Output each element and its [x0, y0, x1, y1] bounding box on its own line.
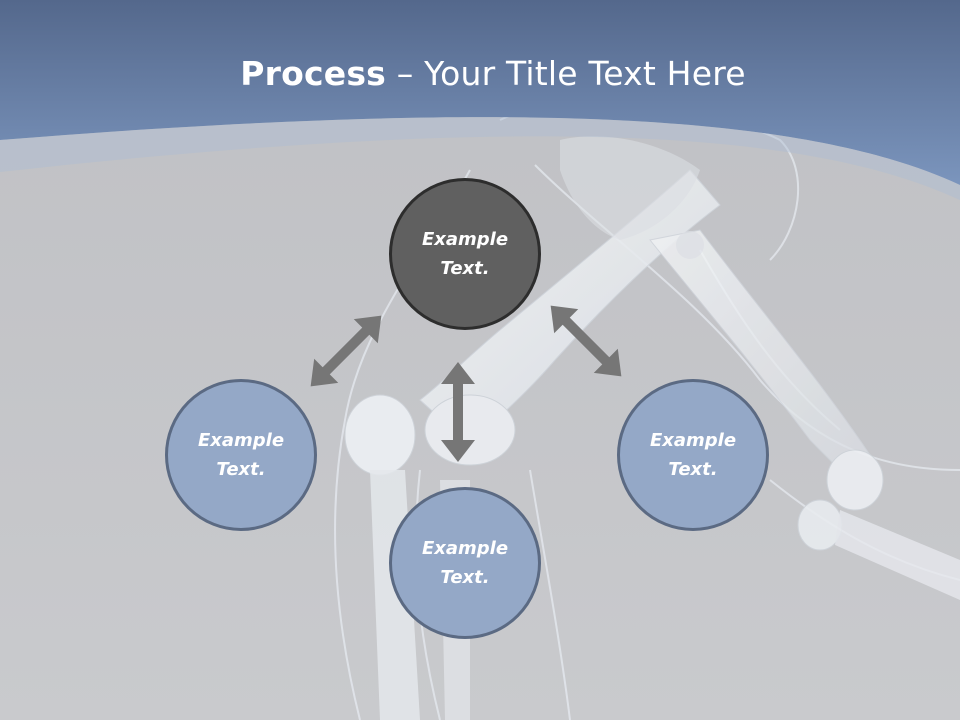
- process-node-center[interactable]: Example Text.: [389, 178, 541, 330]
- process-node-bottom-label: Example Text.: [421, 538, 509, 588]
- header-band: [0, 0, 960, 185]
- slide-title: Process – Your Title Text Here: [0, 52, 960, 96]
- process-node-left-label: Example Text.: [197, 430, 285, 480]
- process-node-right[interactable]: Example Text.: [617, 379, 769, 531]
- process-node-left[interactable]: Example Text.: [165, 379, 317, 531]
- process-node-bottom[interactable]: Example Text.: [389, 487, 541, 639]
- process-node-center-label: Example Text.: [421, 229, 509, 279]
- title-bold: Process: [240, 54, 387, 93]
- title-rest: – Your Title Text Here: [386, 54, 746, 93]
- process-node-right-label: Example Text.: [649, 430, 737, 480]
